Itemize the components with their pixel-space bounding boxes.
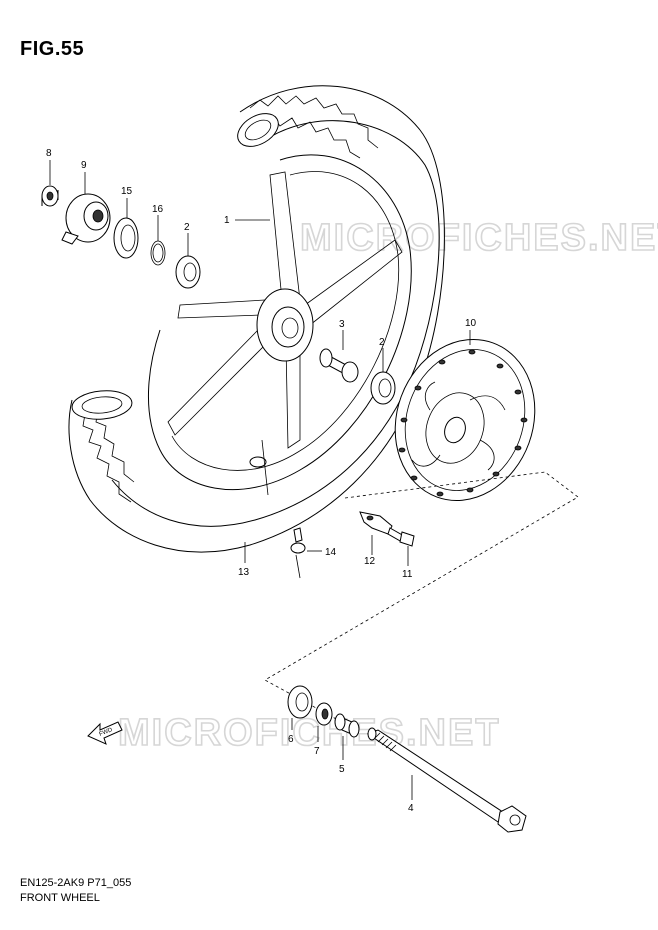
figure-title: FIG.55: [20, 38, 85, 60]
front-axle-part-4: [366, 727, 527, 833]
washer-part-7: [315, 702, 333, 726]
lock-plate-part-12: [359, 511, 393, 535]
callout-7: 7: [314, 746, 320, 757]
callout-11: 11: [402, 569, 413, 580]
forward-direction-arrow: FWD: [87, 721, 123, 745]
drawing-name: FRONT WHEEL: [20, 892, 100, 904]
callout-2-left: 2: [184, 222, 190, 233]
bearing-part-6: [287, 685, 313, 719]
callout-2-right: 2: [379, 337, 385, 348]
spacer-part-3: [319, 348, 359, 383]
callout-12: 12: [364, 556, 376, 567]
disc-bolt-part-11: [387, 527, 415, 547]
callout-5: 5: [339, 764, 345, 775]
callout-14: 14: [325, 547, 337, 558]
bearing-right-part-2: [370, 371, 396, 405]
callout-3: 3: [339, 319, 345, 330]
oil-seal-part-15: [113, 217, 139, 259]
callout-6: 6: [288, 734, 294, 745]
callout-leaders: [49, 160, 471, 800]
drawing-code: EN125-2AK9 P71_055: [20, 877, 132, 889]
watermark-top: MICROFICHES.NET: [300, 217, 658, 259]
watermark-bottom: MICROFICHES.NET: [118, 712, 501, 754]
collar-part-8: [41, 185, 59, 207]
brake-disc-part-10: [394, 339, 536, 501]
callout-numbers: 8 9 15 16 2 1 3 2 10 12 11 13 14 6 7 5 4: [46, 148, 477, 814]
tire-valve-part-14: [290, 527, 306, 579]
callout-1: 1: [224, 215, 230, 226]
callout-15: 15: [121, 186, 133, 197]
callout-13: 13: [238, 567, 250, 578]
callout-8: 8: [46, 148, 52, 159]
bearing-left-part-2: [175, 255, 201, 289]
speedometer-gearbox-part-9: [61, 193, 111, 245]
tire: [68, 85, 445, 553]
wheel-rim: [147, 154, 412, 491]
fwd-label: FWD: [99, 727, 115, 738]
circlip-part-16: [150, 240, 166, 266]
callout-10: 10: [465, 318, 477, 329]
callout-16: 16: [152, 204, 164, 215]
spacer-part-5: [334, 713, 360, 738]
callout-4: 4: [408, 803, 414, 814]
callout-9: 9: [81, 160, 87, 171]
